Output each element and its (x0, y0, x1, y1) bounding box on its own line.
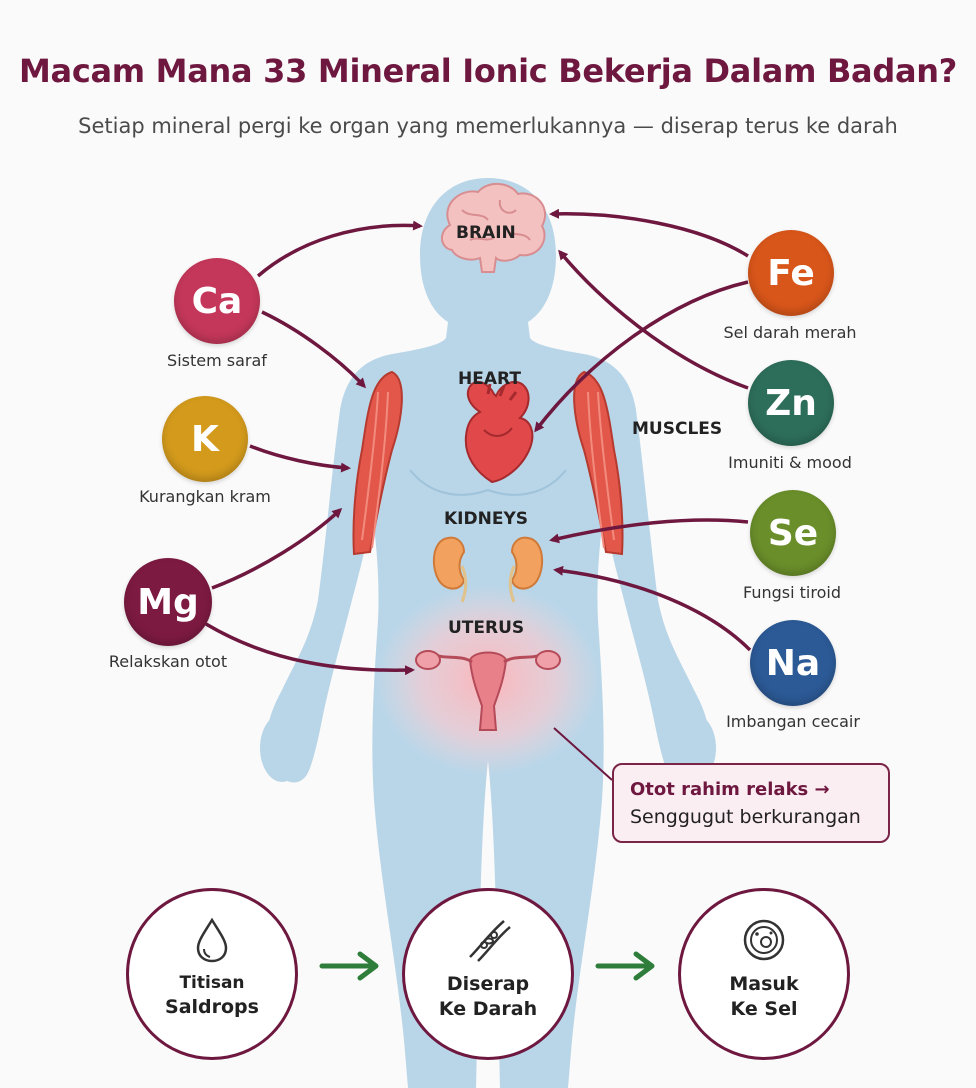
brain-illustration (441, 183, 546, 273)
blood-vessel-icon (469, 920, 511, 962)
uterus-illustration (415, 650, 561, 731)
right-arm-muscle (573, 370, 624, 556)
step-1-line1: Titisan (179, 973, 245, 993)
step-drops: Titisan Saldrops (126, 888, 298, 1060)
mineral-fe-caption: Sel darah merah (723, 323, 857, 342)
mineral-na-caption: Imbangan cecair (726, 712, 860, 731)
arrow-fe-heart (534, 280, 749, 433)
flow-arrow-2 (595, 951, 655, 981)
uterus-callout: Otot rahim relaks → Senggugut berkuranga… (612, 763, 890, 843)
page-subtitle: Setiap mineral pergi ke organ yang memer… (78, 114, 898, 138)
uterus-label: UTERUS (448, 618, 525, 638)
torso-outline (409, 469, 567, 496)
mineral-na-symbol: Na (765, 642, 821, 684)
page-title: Macam Mana 33 Mineral Ionic Bekerja Dala… (19, 52, 957, 90)
arrow-mg-uterus (205, 622, 415, 676)
callout-pointer (553, 727, 613, 781)
arrow-ca-brain (256, 220, 423, 278)
step-cell: Masuk Ke Sel (678, 888, 850, 1060)
mineral-k-symbol: K (191, 418, 219, 460)
step-2-line1: Diserap (446, 973, 530, 995)
kidneys-illustration (432, 536, 544, 603)
arrow-mg-muscle (211, 507, 343, 590)
left-arm-muscle (352, 370, 403, 556)
arrow-se-kidneys (549, 518, 749, 544)
brain-label: BRAIN (456, 223, 516, 243)
muscles-label: MUSCLES (632, 419, 723, 439)
mineral-ca-symbol: Ca (191, 280, 243, 322)
mineral-se-symbol: Se (767, 512, 819, 554)
arrow-fe-brain (549, 208, 749, 258)
arrow-ca-muscle (261, 310, 367, 389)
step-3-line2: Ke Sel (730, 998, 798, 1020)
mineral-zn-symbol: Zn (765, 382, 817, 424)
cell-icon (743, 919, 785, 961)
step-1-line2: Saldrops (165, 996, 259, 1018)
mineral-fe-badge: Fe (748, 230, 834, 316)
mineral-k-caption: Kurangkan kram (139, 487, 271, 506)
mineral-mg-caption: Relakskan otot (108, 652, 228, 671)
droplet-icon (196, 917, 228, 963)
mineral-zn-caption: Imuniti & mood (728, 453, 852, 472)
heart-illustration (464, 380, 534, 484)
connection-arrows (205, 208, 752, 676)
flow-arrows (319, 951, 655, 981)
callout-line2: Senggugut berkurangan (630, 806, 861, 828)
mineral-fe-symbol: Fe (767, 252, 815, 294)
callout-line1: Otot rahim relaks → (630, 779, 830, 800)
arrow-na-kidneys (553, 565, 752, 652)
heart-label: HEART (458, 369, 521, 389)
mineral-mg-badge: Mg (124, 558, 212, 646)
step-absorbed: Diserap Ke Darah (402, 888, 574, 1060)
arrow-k-muscle (249, 444, 351, 473)
mineral-se-caption: Fungsi tiroid (743, 583, 841, 602)
step-2-line2: Ke Darah (438, 998, 538, 1020)
mineral-na-badge: Na (750, 620, 836, 706)
mineral-k-badge: K (162, 396, 248, 482)
mineral-se-badge: Se (750, 490, 836, 576)
mineral-ca-badge: Ca (174, 258, 260, 344)
flow-arrow-1 (319, 951, 379, 981)
arrow-zn-brain (558, 249, 749, 390)
kidneys-label: KIDNEYS (444, 509, 529, 529)
mineral-mg-symbol: Mg (137, 581, 199, 623)
step-3-line1: Masuk (729, 973, 799, 995)
mineral-zn-badge: Zn (748, 360, 834, 446)
mineral-ca-caption: Sistem saraf (167, 351, 267, 370)
